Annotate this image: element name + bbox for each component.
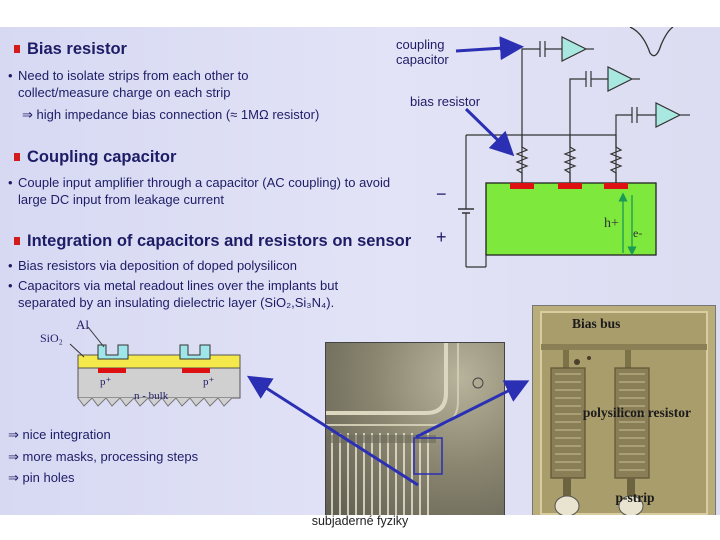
result-item: ⇒ pin holes [8, 470, 75, 485]
aluminium-contact [97, 344, 129, 360]
result-item: ⇒ more masks, processing steps [8, 449, 199, 464]
link-arrows [246, 375, 530, 487]
sensor-bulk [485, 182, 657, 256]
sensor-cross-section [69, 326, 241, 407]
coupling-capacitor-label: coupling capacitor [396, 37, 449, 67]
p-implant [182, 368, 210, 373]
arrow-icon [464, 107, 515, 157]
plus-label: + [436, 227, 447, 247]
n-bulk [77, 367, 241, 399]
amplifier-icon [655, 102, 682, 128]
implant-strip [604, 183, 628, 189]
implant-strip [558, 183, 582, 189]
result-item: ⇒ nice integration [8, 427, 111, 442]
aluminium-contact [179, 344, 211, 360]
polysilicon-resistor [550, 367, 586, 479]
implant-strip [510, 183, 534, 189]
p-strip-label: p-strip [615, 490, 655, 505]
arrow-icon [415, 380, 530, 439]
signal-pulse-icon [629, 27, 674, 57]
al-label: Al [76, 317, 89, 332]
p-left-label: p⁺ [100, 376, 112, 388]
bullet-integration-2: •Capacitors via metal readout lines over… [8, 278, 339, 310]
footer-text: subjaderné fyziky [311, 514, 409, 528]
polysilicon-resistor-label: polysilicon resistor [582, 405, 692, 420]
closeup-micrograph [532, 305, 716, 515]
bullet-integration-1: •Bias resistors via deposition of doped … [8, 258, 297, 273]
sio2-label: SiO₂ [40, 331, 63, 345]
strip-sensor-circuit [455, 27, 690, 268]
p-right-label: p⁺ [203, 376, 215, 388]
bullet-square-icon [14, 153, 20, 161]
section-title-integration: Integration of capacitors and resistors … [14, 232, 411, 251]
bullet-square-icon [14, 45, 20, 53]
amplifier-icon [561, 36, 588, 62]
arrow-icon [246, 375, 419, 487]
p-strip-pad [554, 495, 580, 515]
arrow-icon [455, 36, 524, 61]
minus-label: − [436, 184, 447, 204]
bullet-square-icon [14, 237, 20, 245]
section-title-bias: Bias resistor [14, 40, 127, 59]
bias-sub-bullet: ⇒ high impedance bias connection (≈ 1MΩ … [22, 107, 320, 122]
polysilicon-resistor [614, 367, 650, 479]
n-bulk-label: n - bulk [134, 390, 169, 402]
bias-resistor-label: bias resistor [410, 94, 481, 109]
bullet-bias-1: •Need to isolate strips from each other … [8, 68, 249, 100]
bullet-coupling-1: •Couple input amplifier through a capaci… [8, 175, 391, 207]
slide: Bias resistor •Need to isolate strips fr… [0, 27, 720, 515]
amplifier-icon [607, 66, 634, 92]
zoom-region-box [413, 437, 443, 475]
p-strip-pad [618, 495, 644, 515]
p-implant [98, 368, 126, 373]
section-title-coupling: Coupling capacitor [14, 148, 176, 167]
bias-bus-label: Bias bus [572, 316, 621, 331]
hole-label: h+ [604, 216, 619, 231]
electron-label: e- [633, 226, 643, 240]
